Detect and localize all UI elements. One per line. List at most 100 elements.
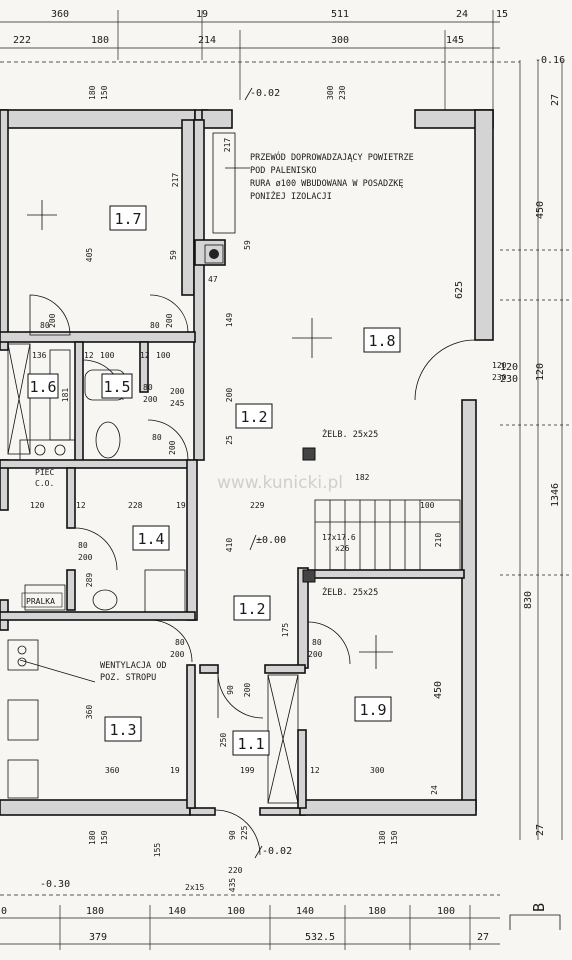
boiler-label-1: PIEC [35,468,54,477]
exterior-walls [0,109,494,816]
dim-bottom-1-4: 140 [296,906,314,917]
dim-top-2-3: 300 [331,35,349,46]
dim-int-12: 12 [140,351,150,360]
room-label-1.2-lower: 1.2 [238,600,265,618]
dim-int-2: 59 [169,250,178,260]
room-label-1.4: 1.4 [137,530,164,548]
dim-int-20: 200 [225,388,234,403]
svg-text:200: 200 [78,553,93,562]
door-labels: 80 200 80 200 80 200 200 245 80 200 80 2… [40,313,507,659]
dim-int-42: 199 [240,766,255,775]
right-dimensions: 27 450 625 120 1346 830 450 27 120 230 [433,94,561,836]
svg-text:2x15: 2x15 [185,883,204,892]
room-label-1.2-upper: 1.2 [240,408,267,426]
column-note-2: ŻELB. 25x25 [322,587,378,598]
dim-top-1-4: 15 [496,9,508,20]
watermark: www.kunicki.pl [217,473,343,493]
svg-text:200: 200 [170,387,185,396]
dim-bottom-1-6: 100 [437,906,455,917]
dim-bottom-1-5: 180 [368,906,386,917]
dim-int-30: 289 [85,573,94,588]
dim-bottom-1-2: 140 [168,906,186,917]
svg-text:200: 200 [143,395,158,404]
column-note-1: ŻELB. 25x25 [322,429,378,440]
svg-text:80: 80 [40,321,50,330]
ventilation-note-1: WENTYLACJA OD [100,661,167,671]
dim-int-26: 182 [355,473,370,482]
dim-int-24: 19 [176,501,186,510]
room-label-1.7: 1.7 [114,210,141,228]
svg-text:300: 300 [326,85,335,100]
level-outside: -0.30 [40,879,70,890]
dim-int-19: 25 [225,435,234,445]
svg-text:150: 150 [390,830,399,845]
chimney-note-line-2: POD PALENISKO [250,166,317,176]
svg-text:80: 80 [175,638,185,647]
interior-dimensions: 217 405 59 217 59 47 136 12 100 12 100 1… [30,138,443,893]
dim-bottom-1-0: 0 [1,906,7,917]
dim-int-37: 90 [226,685,235,695]
dim-int-43: 12 [310,766,320,775]
svg-text:230: 230 [492,373,507,382]
svg-text:120: 120 [492,361,507,370]
level-corner: -0.16 [535,55,565,66]
dim-int-27: 100 [420,501,435,510]
dim-top-2-2: 214 [198,35,216,46]
svg-text:180: 180 [88,85,97,100]
dim-int-50: 220 [228,866,243,875]
dim-int-23: 228 [128,501,143,510]
dim-int-49: 155 [153,843,162,858]
dim-int-14: 181 [61,388,70,403]
room-label-1.9: 1.9 [359,701,386,719]
svg-text:180: 180 [378,830,387,845]
dim-int-29: 210 [434,533,443,548]
dim-int-52: 435 [228,878,237,893]
axis-marker: B [509,903,561,930]
ventilation-note-2: POZ. STROPU [100,673,156,683]
dim-int-45: 24 [430,785,439,795]
dim-int-39: 250 [219,733,228,748]
fixtures [7,132,299,804]
dim-int-38: 200 [243,683,252,698]
room-label-1.6: 1.6 [29,378,56,396]
chimney-note-line-3: RURA ø100 WBUDOWANA W POSADZKĘ [250,179,404,189]
dim-int-13: 100 [156,351,171,360]
dim-int-41: 19 [170,766,180,775]
svg-text:80: 80 [312,638,322,647]
dim-int-1: 405 [85,248,94,263]
dim-right-7: 450 [433,681,444,699]
dim-int-15: 149 [225,313,234,328]
svg-text:230: 230 [338,85,347,100]
washer-label: PRALKA [26,597,55,606]
svg-text:200: 200 [308,650,323,659]
top-dimensions: 360 19 511 24 15 222 180 214 300 145 [13,9,508,46]
stairs [314,499,461,571]
svg-text:245: 245 [170,399,185,408]
dim-int-25: 229 [250,501,265,510]
dim-right-6: 830 [523,591,534,609]
dim-int-21: 120 [30,501,45,510]
dim-int-5: 47 [208,275,218,284]
stair-label: 17x17.6 [322,533,356,542]
svg-text:230: 230 [500,374,518,385]
level-main: ±0.00 [256,535,286,546]
dimension-lines [0,10,572,950]
dim-int-28: 410 [225,538,234,553]
dim-right-2: 625 [454,281,465,299]
dim-right-8: 27 [535,824,546,836]
axis-label: B [530,903,548,912]
svg-text:80: 80 [152,433,162,442]
dim-bottom-2-1: 532.5 [305,932,335,943]
dim-int-44: 300 [370,766,385,775]
dim-int-3: 217 [223,138,232,153]
dim-int-11: 100 [100,351,115,360]
dim-top-2-1: 180 [91,35,109,46]
dim-top-2-4: 145 [446,35,464,46]
dim-int-22: 12 [76,501,86,510]
room-label-1.1: 1.1 [237,735,264,753]
dim-int-4: 59 [243,240,252,250]
dim-bottom-2-0: 379 [89,932,107,943]
dim-bottom-1-1: 180 [86,906,104,917]
dim-right-3: 120 [535,363,546,381]
svg-text:150: 150 [100,830,109,845]
